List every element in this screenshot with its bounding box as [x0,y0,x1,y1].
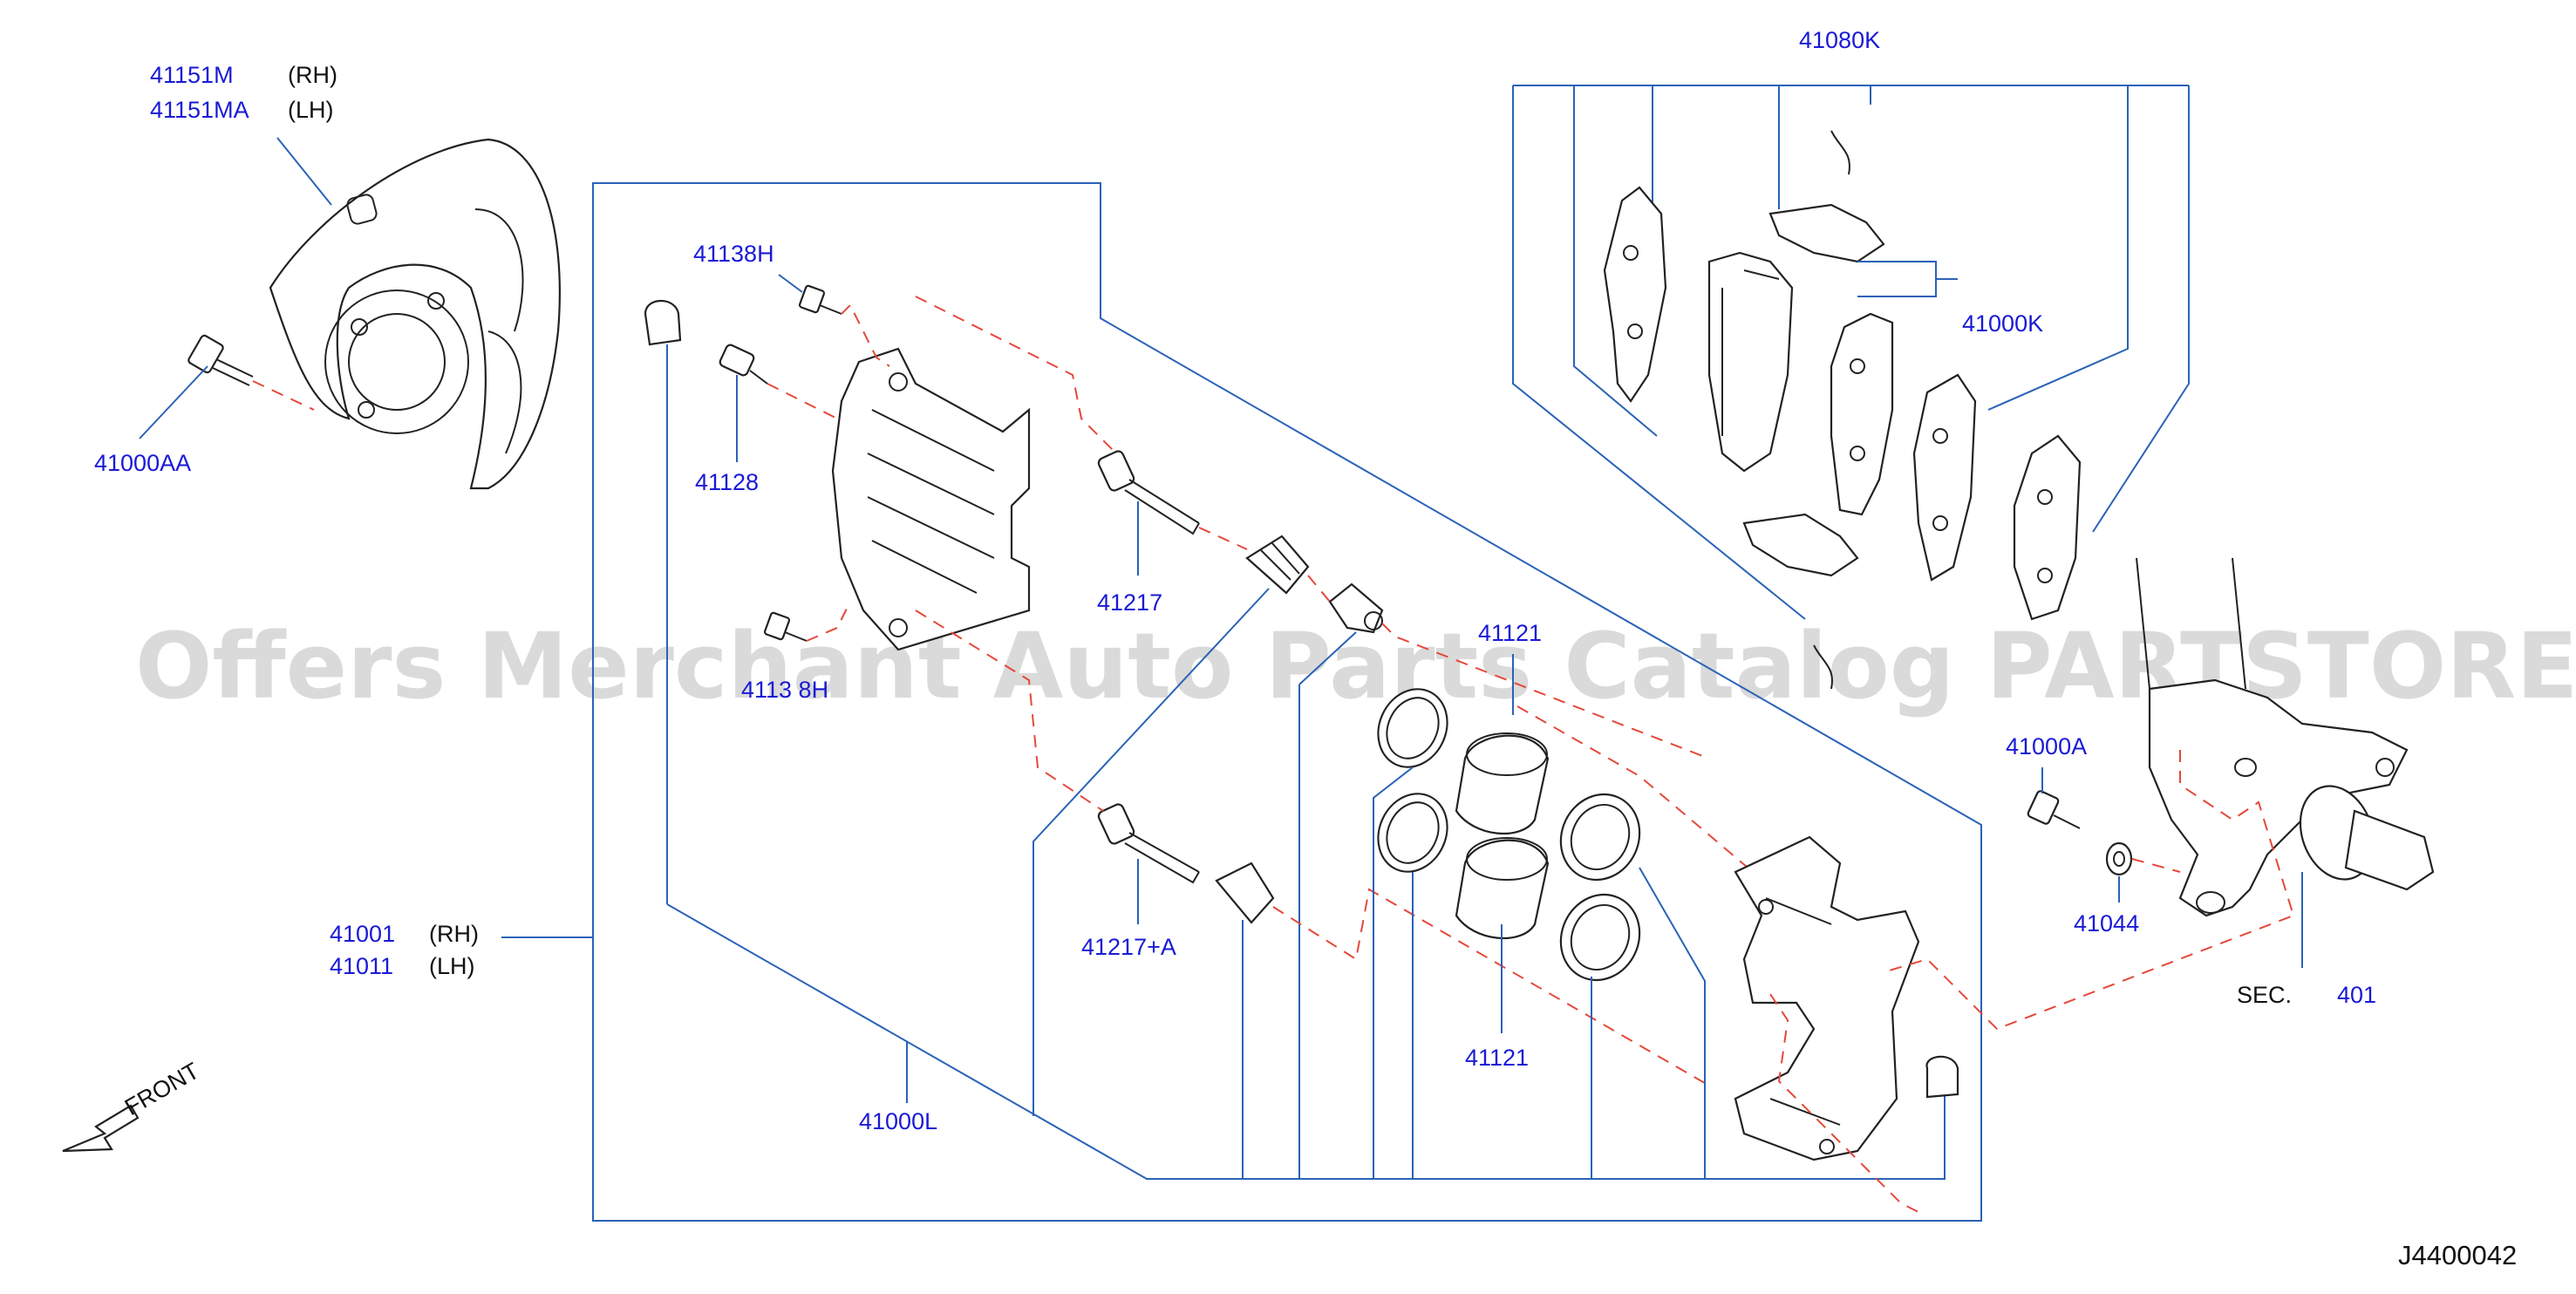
label-41000l[interactable]: 41000L [859,1108,937,1134]
caliper-bracket-part [1734,835,1920,1161]
label-41151m[interactable]: 41151M [150,62,234,88]
label-rh-1: (RH) [288,62,337,88]
leader-boot [1032,588,1270,1116]
label-41000aa[interactable]: 41000AA [94,450,191,476]
pad-clip-lower-part [1813,644,1833,690]
piston-seal-right-top-part [1559,793,1641,882]
pad-clip-upper-part [1830,130,1850,175]
piston-bottom-part [1455,837,1550,940]
assembly-frame [592,182,1982,1222]
label-41121-bottom[interactable]: 41121 [1465,1045,1529,1071]
dash-boot-lower [1272,888,1710,1086]
pad-shim-right-part [2013,434,2082,621]
bracket-nut-part [1925,1055,1959,1099]
dash-41138h-bottom [806,601,851,642]
dash-washer [2131,858,2181,873]
guide-pin-41217a-part [1097,803,1200,884]
dash-41000aa [252,380,315,411]
piston-top-part [1455,732,1550,835]
leader-seal-right-top [1639,867,1706,1179]
guide-pin-41217-part [1097,450,1200,535]
front-direction-arrow-icon [62,1104,140,1153]
steering-knuckle-part [2136,557,2435,917]
dash-41217 [915,296,1248,550]
label-front: FRONT [120,1058,204,1120]
pad-shim-mid-part [1912,373,1977,582]
leader-41000l [666,903,1946,1180]
leader-41151m [276,137,332,206]
brake-pad-inner-part [1707,251,1794,473]
dash-sleeve [1307,575,1710,759]
label-41080k[interactable]: 41080K [1799,27,1880,53]
bolt-41000a-part [2027,790,2081,829]
label-41000a[interactable]: 41000A [2006,733,2087,759]
diagram-code: J4400042 [2398,1240,2517,1270]
brake-pad-outer-part [1830,312,1894,516]
dash-pistons [1516,705,1754,873]
bolt-41138h-bottom-part [763,611,808,642]
bolt-41000aa-part [187,334,254,386]
leader-41138h-top [778,274,803,293]
pin-sleeve-part [1328,582,1384,634]
label-sec: SEC. [2237,982,2292,1008]
dash-41128 [767,383,838,419]
leader-41000aa [139,365,208,439]
label-41151ma[interactable]: 41151MA [150,97,249,123]
label-41121-top[interactable]: 41121 [1478,620,1542,646]
label-41217[interactable]: 41217 [1097,589,1162,616]
label-41217a[interactable]: 41217+A [1081,934,1176,960]
piston-seal-right-bottom-part [1559,893,1641,982]
label-41138h-top[interactable]: 41138H [693,241,774,267]
label-lh-2: (LH) [429,953,475,979]
pin-boot-part [1245,535,1310,595]
label-41138h-bottom[interactable]: 4113 8H [741,677,828,703]
leader-seal-top [1373,766,1414,1179]
label-41044[interactable]: 41044 [2074,910,2139,936]
leader-41000k [1857,261,1958,297]
padkit-frame [1512,85,2190,620]
pad-clip-top-part [1768,203,1885,263]
bleeder-cap-part [644,300,682,346]
label-rh-2: (RH) [429,921,479,947]
piston-seal-left-part [1377,793,1448,873]
label-sec-401[interactable]: 401 [2337,982,2376,1008]
bleeder-screw-part [719,344,768,385]
pin-boot-lower-part [1215,862,1275,924]
label-lh-1: (LH) [288,97,334,123]
piston-seal-top-part [1377,688,1448,768]
pad-clip-bottom-part [1742,513,1859,577]
pad-shim-left-part [1603,186,1667,403]
washer-41044-part [2105,841,2133,876]
label-41000k[interactable]: 41000K [1962,310,2043,337]
dash-41138h-top [841,303,890,367]
backing-plate-part [269,138,561,490]
label-41128[interactable]: 41128 [695,469,759,495]
leader-sleeve [1298,631,1357,685]
dash-bracket [1769,993,1919,1213]
caliper-body-part [831,347,1031,651]
label-41011[interactable]: 41011 [330,953,393,979]
label-41001[interactable]: 41001 [330,921,395,947]
dash-knuckle [1883,750,2295,1031]
dash-41217a [915,610,1104,812]
bolt-41138h-top-part [798,284,842,315]
